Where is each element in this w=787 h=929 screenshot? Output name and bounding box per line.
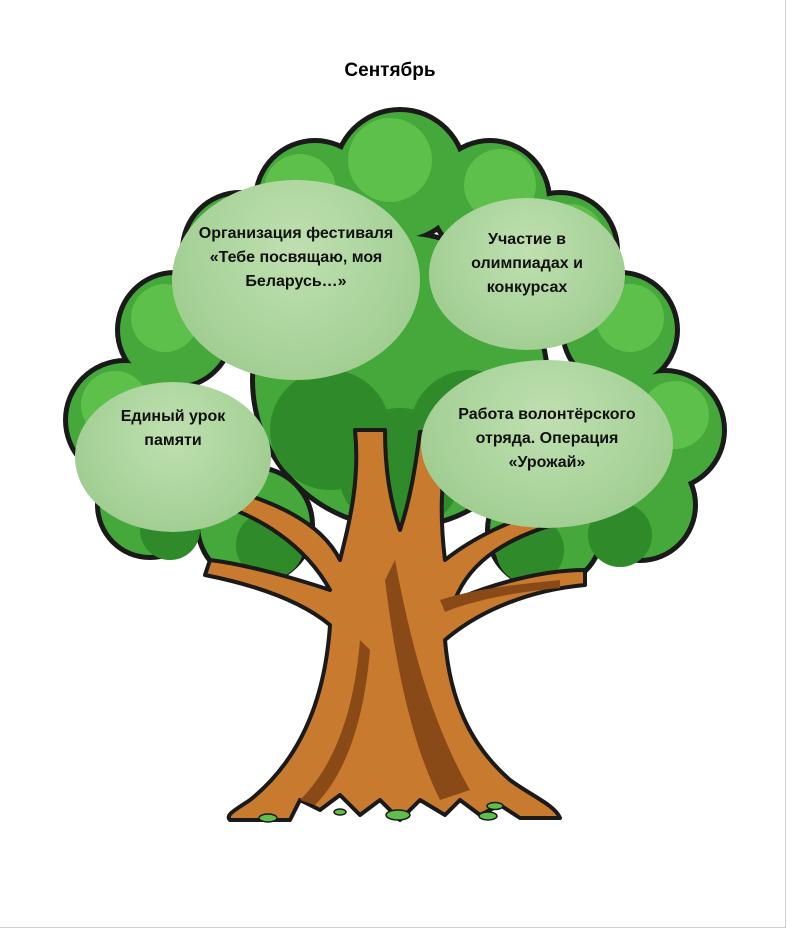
trunk-shadow (300, 560, 560, 805)
bubble-volunteer-text: Работа волонтёрского отряда. Операция «У… (458, 406, 636, 471)
bubble-festival: Организация фестиваля «Тебе посвящаю, мо… (172, 180, 420, 380)
bubble-memory-lesson: Единый урок памяти (75, 382, 271, 532)
page-title: Сентябрь (344, 60, 436, 81)
bubble-olympiads-text: Участие в олимпиадах и конкурсах (471, 231, 583, 296)
bubble-volunteer: Работа волонтёрского отряда. Операция «У… (421, 360, 673, 528)
bubble-festival-text: Организация фестиваля «Тебе посвящаю, мо… (198, 225, 394, 290)
grass-tufts (258, 801, 504, 823)
bubble-olympiads: Участие в олимпиадах и конкурсах (429, 198, 625, 350)
bubble-memory-lesson-text: Единый урок памяти (120, 408, 226, 449)
